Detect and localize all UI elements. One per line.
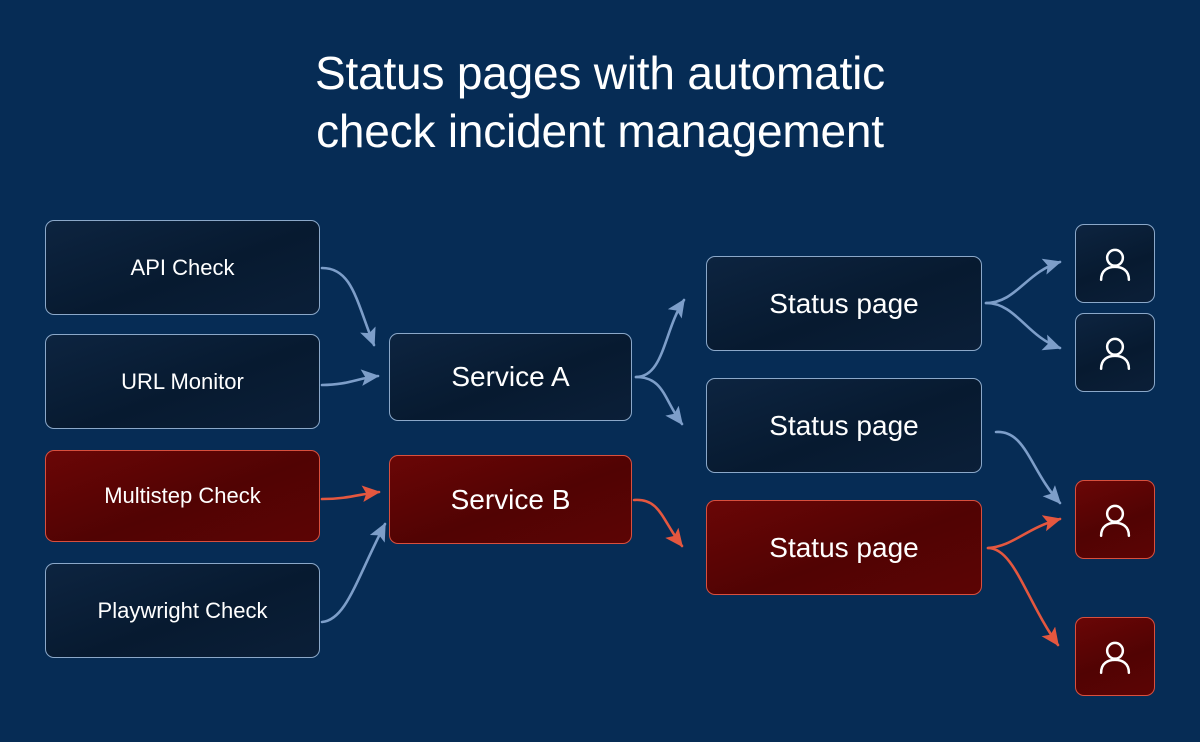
node-multistep-check[interactable]: Multistep Check xyxy=(45,450,320,542)
node-subscriber-3[interactable] xyxy=(1075,480,1155,559)
node-subscriber-2[interactable] xyxy=(1075,313,1155,392)
person-icon xyxy=(1099,641,1131,674)
node-subscriber-4[interactable] xyxy=(1075,617,1155,696)
edge-service-a-to-status-page-1 xyxy=(634,298,686,379)
edge-api-check-to-service-a xyxy=(320,266,376,347)
node-label: Multistep Check xyxy=(104,483,261,508)
node-service-b[interactable]: Service B xyxy=(389,455,632,544)
node-service-a[interactable]: Service A xyxy=(389,333,632,421)
node-label: Service A xyxy=(451,361,570,392)
edge-status-page-3-to-subscriber-4 xyxy=(986,546,1060,647)
node-label: Status page xyxy=(769,287,919,319)
node-status-page-1[interactable]: Status page xyxy=(706,256,982,351)
page-title: Status pages with automatic check incide… xyxy=(315,47,885,157)
node-status-page-3[interactable]: Status page xyxy=(706,500,982,595)
edge-status-page-1-to-subscriber-2 xyxy=(984,301,1062,351)
node-label: Status page xyxy=(769,409,919,441)
node-label: Playwright Check xyxy=(97,597,268,623)
node-url-monitor[interactable]: URL Monitor xyxy=(45,334,320,429)
edge-service-b-to-status-page-3 xyxy=(632,498,684,548)
node-label: URL Monitor xyxy=(121,368,244,394)
node-label: Status page xyxy=(769,531,919,563)
node-playwright-check[interactable]: Playwright Check xyxy=(45,563,320,658)
edge-url-monitor-to-service-a xyxy=(320,369,380,387)
node-label: Service B xyxy=(450,483,571,515)
node-api-check[interactable]: API Check xyxy=(45,220,320,315)
edge-status-page-1-to-subscriber-1 xyxy=(984,258,1062,305)
edge-status-page-2-to-subscriber-3 xyxy=(994,430,1062,505)
person-icon xyxy=(1099,337,1131,370)
node-label: API Check xyxy=(130,254,235,280)
person-icon xyxy=(1099,504,1131,537)
edge-service-a-to-status-page-2 xyxy=(634,375,684,426)
person-icon xyxy=(1099,248,1131,281)
node-subscriber-1[interactable] xyxy=(1075,224,1155,303)
edge-status-page-3-to-subscriber-3 xyxy=(986,515,1062,550)
edge-playwright-check-to-service-b xyxy=(320,522,387,624)
edge-multistep-check-to-service-b xyxy=(320,485,381,503)
node-status-page-2[interactable]: Status page xyxy=(706,378,982,473)
